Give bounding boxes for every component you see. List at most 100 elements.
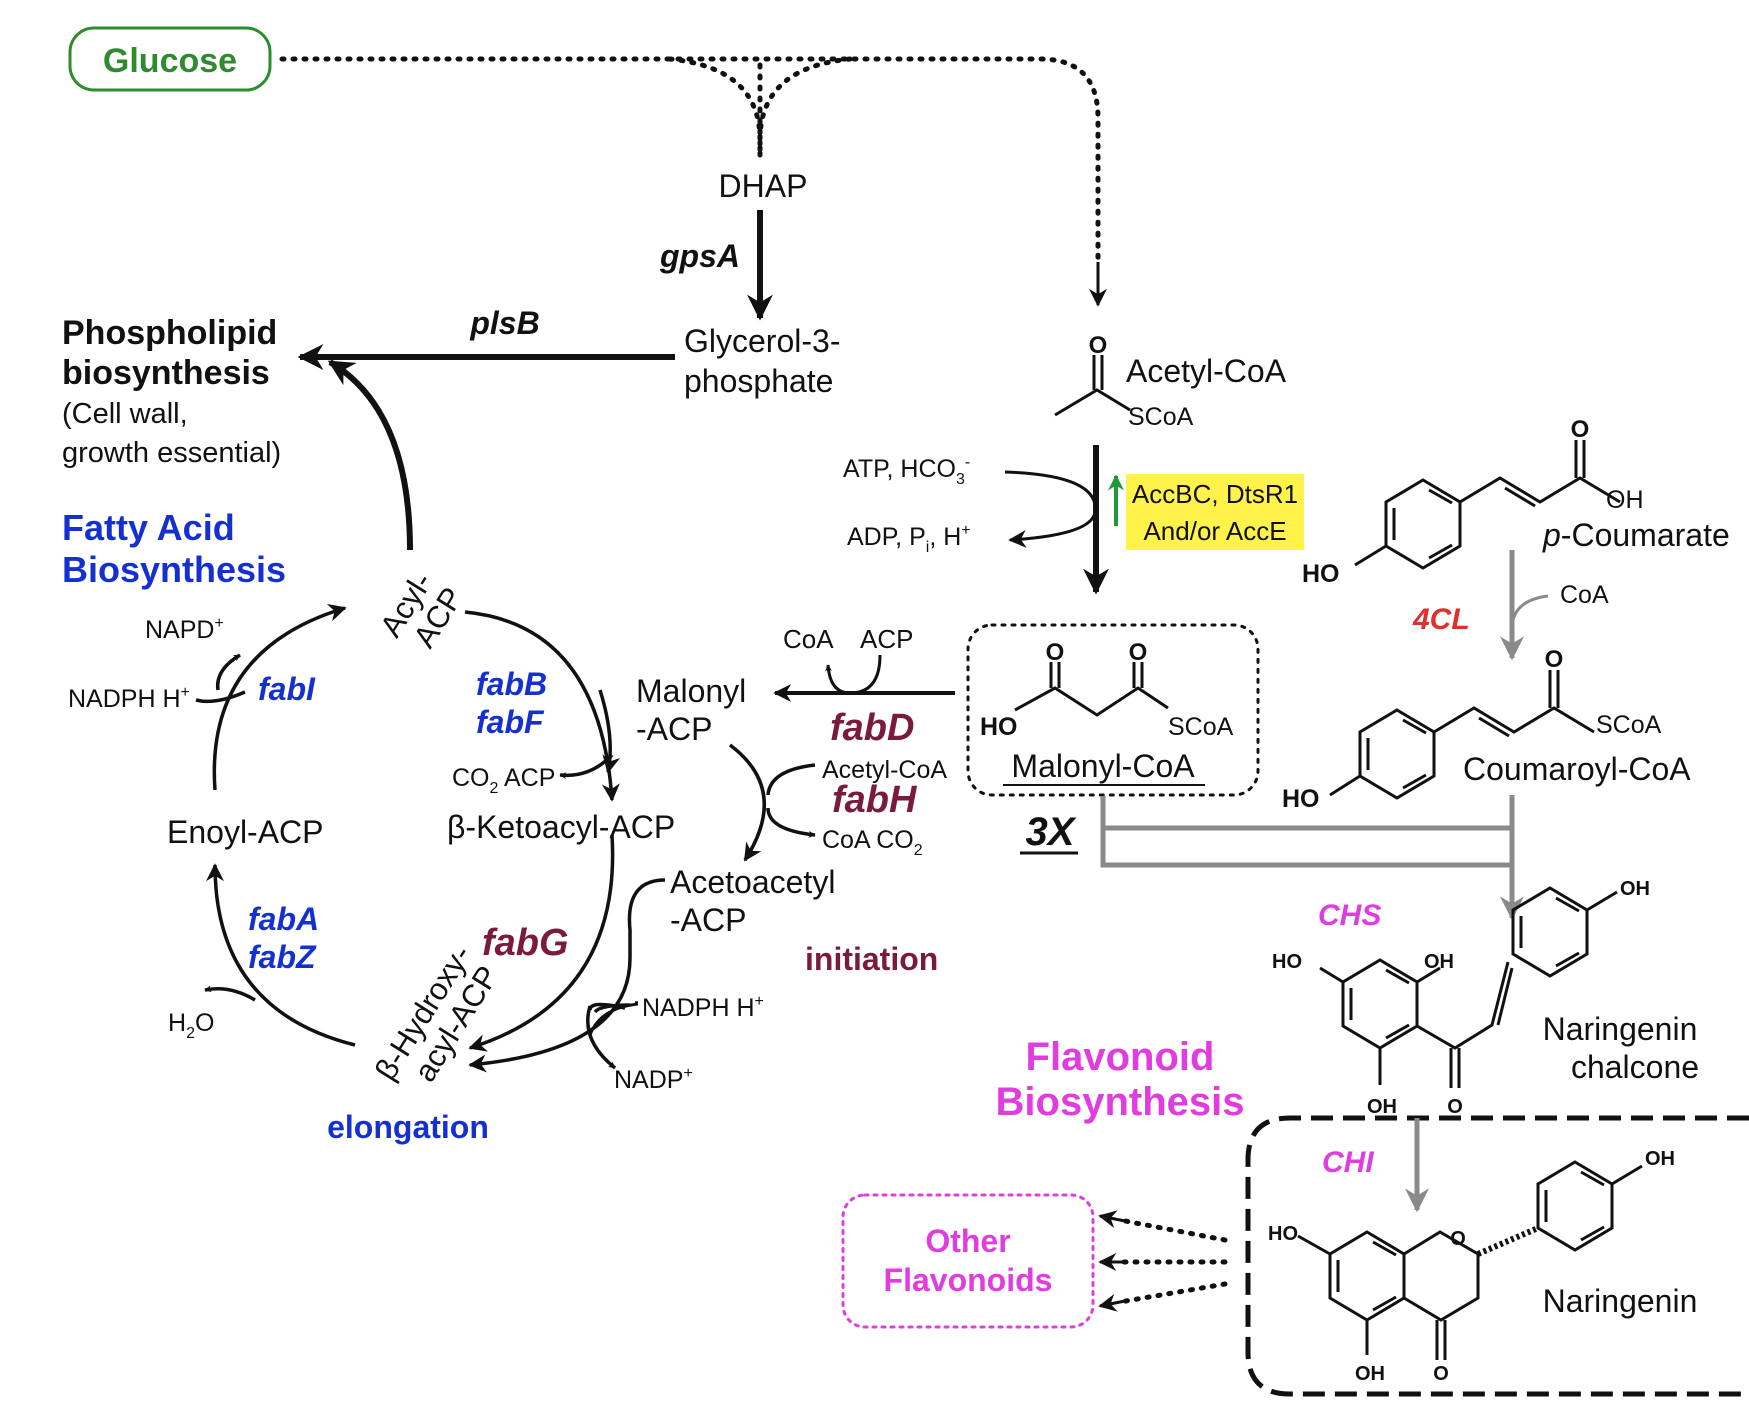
plsB-label: plsB bbox=[469, 305, 539, 341]
chalcone-oh1: OH bbox=[1424, 951, 1454, 973]
initiation-label: initiation bbox=[805, 941, 938, 977]
fabF-label: fabF bbox=[476, 704, 545, 740]
naringenin-oh1: OH bbox=[1355, 1363, 1385, 1385]
acetyl-scoa-label: SCoA bbox=[1128, 403, 1194, 431]
4cl-label: 4CL bbox=[1412, 603, 1470, 636]
acetyl-o-label: O bbox=[1089, 332, 1108, 359]
flavonoid-title-line2: Biosynthesis bbox=[996, 1080, 1245, 1124]
naringenin-label: Naringenin bbox=[1543, 1283, 1698, 1319]
coumaroyl-o: O bbox=[1545, 646, 1564, 673]
chalcone-oh2: OH bbox=[1367, 1096, 1397, 1118]
other-flavonoids-line1: Other bbox=[925, 1223, 1010, 1259]
phospholipid-line3: (Cell wall, bbox=[62, 398, 188, 430]
glucose-node: Glucose bbox=[68, 26, 272, 92]
acc-highlight-box bbox=[1126, 474, 1304, 550]
other-flavonoids-line2: Flavonoids bbox=[884, 1262, 1053, 1298]
malonyl-acp-line1: Malonyl bbox=[636, 673, 746, 709]
nadph-in-arrow bbox=[588, 1002, 639, 1036]
chs-label: CHS bbox=[1318, 899, 1381, 932]
other-flavonoids-box bbox=[841, 1193, 1095, 1329]
fabG-label: fabG bbox=[482, 922, 569, 964]
chalcone-ho: HO bbox=[1272, 951, 1302, 973]
napd-label: NAPD+ bbox=[145, 615, 224, 644]
phospholipid-line1: Phospholipid bbox=[62, 314, 277, 352]
elongation-label: elongation bbox=[327, 1109, 489, 1145]
chalcone-oh3: OH bbox=[1620, 878, 1650, 900]
malonyl-coa-box bbox=[966, 623, 1260, 797]
acylacp-to-phospholipid-arrow bbox=[327, 359, 413, 551]
glucose-label: Glucose bbox=[103, 42, 237, 80]
phospholipid-line2: biosynthesis bbox=[62, 354, 270, 392]
fatty-acid-title-line2: Biosynthesis bbox=[62, 549, 286, 590]
fabA-label: fabA bbox=[248, 901, 319, 937]
atp-label: ATP, HCO3- bbox=[843, 454, 970, 488]
coa-in-arrow bbox=[1510, 594, 1549, 626]
coumaroyl-coa-label: Coumaroyl-CoA bbox=[1463, 751, 1691, 787]
to-other-flavonoids-arrowheads bbox=[1098, 1210, 1126, 1312]
fabB-label: fabB bbox=[476, 666, 547, 702]
chalcone-o: O bbox=[1447, 1096, 1463, 1118]
gpsA-label: gpsA bbox=[659, 238, 740, 274]
g3p-label-line1: Glycerol-3- bbox=[684, 323, 840, 359]
flavonoid-title-line1: Flavonoid bbox=[1026, 1035, 1215, 1079]
acp-in-coa-out-arrow bbox=[824, 654, 882, 695]
malonyl-coa-label: Malonyl-CoA bbox=[1011, 748, 1195, 784]
malonyl-coumaroyl-to-chs-connector bbox=[1100, 795, 1515, 868]
adp-label: ADP, Pi, H+ bbox=[847, 522, 971, 556]
fatty-acid-title-line1: Fatty Acid bbox=[62, 507, 235, 548]
acetyl-coa-structure bbox=[1054, 355, 1131, 417]
acyl-acp-label: Acyl- ACP bbox=[373, 566, 470, 654]
naringenin-chalcone-structure bbox=[1319, 886, 1618, 1088]
naringenin-o: O bbox=[1433, 1363, 1449, 1385]
enoyl-acp-label: Enoyl-ACP bbox=[167, 814, 324, 850]
naringenin-structure bbox=[1297, 1160, 1643, 1360]
naringenin-oh2: OH bbox=[1645, 1148, 1675, 1170]
naringenin-ho: HO bbox=[1268, 1223, 1298, 1245]
chalcone-line2: chalcone bbox=[1571, 1049, 1699, 1085]
coumaroyl-ho: HO bbox=[1282, 785, 1320, 813]
fabD-label: fabD bbox=[830, 707, 914, 749]
coumarate-oh: OH bbox=[1606, 486, 1644, 514]
ketoacyl-acp-label: β-Ketoacyl-ACP bbox=[447, 809, 675, 845]
p-coumarate-structure bbox=[1354, 440, 1621, 570]
p-coumarate-label: p-Coumarate bbox=[1542, 517, 1730, 553]
nadp-right-label: NADP+ bbox=[614, 1065, 693, 1094]
co2acp-label: CO2 ACP bbox=[452, 764, 555, 797]
coumarate-ho: HO bbox=[1302, 560, 1340, 588]
malonyl-scoa: SCoA bbox=[1168, 713, 1234, 741]
glucose-dotted-paths bbox=[279, 56, 1101, 268]
malonyl-acp-line2: -ACP bbox=[636, 711, 712, 747]
acc-line1: AccBC, DtsR1 bbox=[1132, 479, 1298, 509]
acetylcoa-small-label: Acetyl-CoA bbox=[822, 756, 947, 784]
coaco2-label: CoA CO2 bbox=[822, 826, 923, 859]
chi-label: CHI bbox=[1322, 1146, 1374, 1179]
g3p-label-line2: phosphate bbox=[684, 363, 833, 399]
chalcone-line1: Naringenin bbox=[1543, 1011, 1698, 1047]
dhap-label: DHAP bbox=[719, 168, 808, 204]
coumarate-o: O bbox=[1571, 416, 1590, 443]
naringenin-ring-o: O bbox=[1450, 1228, 1466, 1250]
coumaroyl-coa-structure bbox=[1329, 670, 1595, 800]
atp-in-adp-out-arrow bbox=[1004, 470, 1097, 548]
fabZ-label: fabZ bbox=[248, 939, 317, 975]
malonyl-o2: O bbox=[1129, 639, 1148, 666]
coumaroyl-scoa: SCoA bbox=[1596, 711, 1662, 739]
fabH-label: fabH bbox=[832, 779, 918, 821]
fabI-label: fabI bbox=[258, 671, 316, 707]
fatty-cycle-arrows bbox=[195, 604, 621, 1052]
coa-top-label: CoA bbox=[783, 624, 834, 654]
malonyl-ho: HO bbox=[980, 713, 1018, 741]
phospholipid-line4: growth essential) bbox=[62, 437, 281, 469]
malonyl-coa-structure bbox=[1014, 662, 1169, 717]
acp-top-label: ACP bbox=[860, 624, 913, 654]
nadph-left-label: NADPH H+ bbox=[68, 684, 190, 713]
acetoacetyl-line2: -ACP bbox=[670, 902, 746, 938]
acetoacetyl-line1: Acetoacetyl bbox=[670, 864, 835, 900]
h2o-label: H2O bbox=[168, 1009, 214, 1042]
acc-line2: And/or AccE bbox=[1143, 516, 1286, 546]
acetyl-coa-label: Acetyl-CoA bbox=[1126, 353, 1287, 389]
threex-label: 3X bbox=[1026, 810, 1077, 854]
naringenin-box bbox=[1245, 1115, 1749, 1397]
phospholipid-block: Phospholipid biosynthesis (Cell wall, gr… bbox=[62, 314, 281, 469]
